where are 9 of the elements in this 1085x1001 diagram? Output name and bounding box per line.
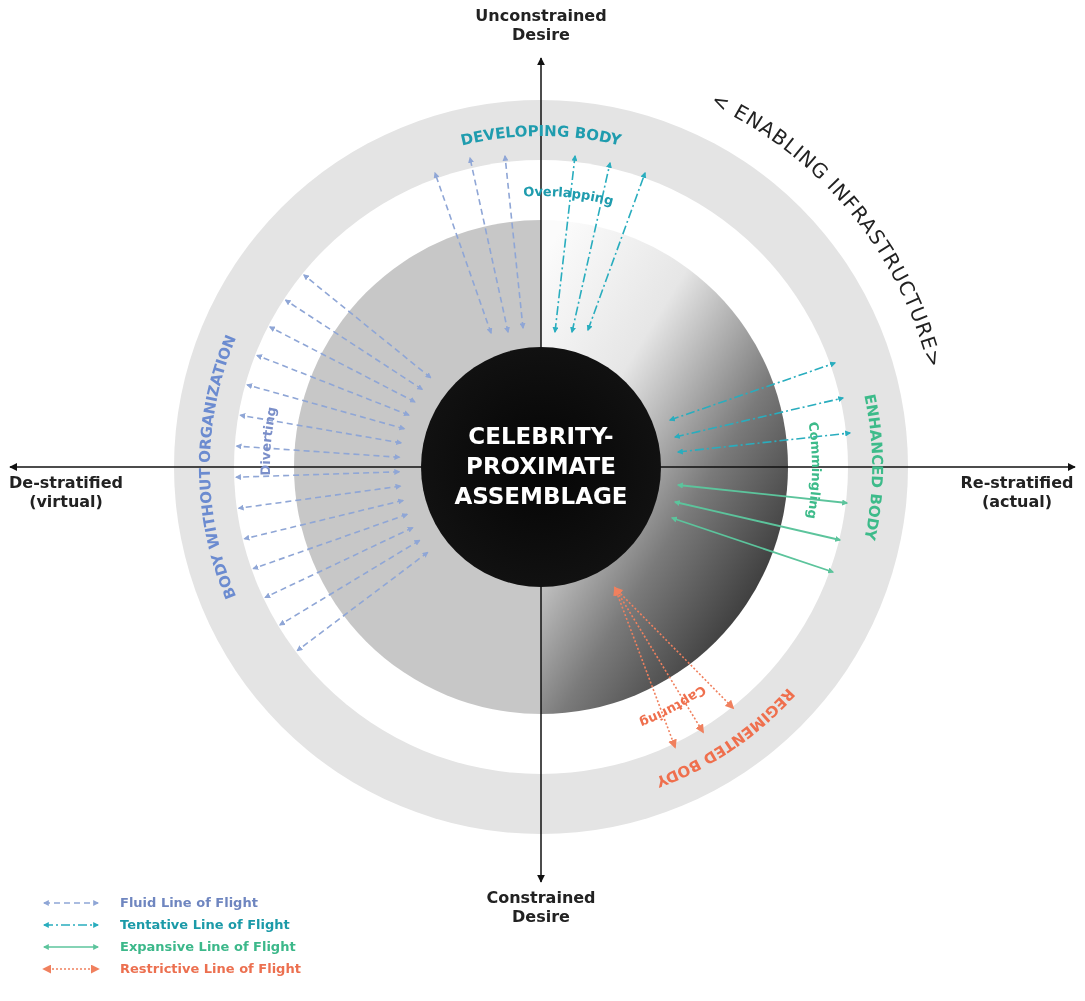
- legend-label: Tentative Line of Flight: [120, 917, 290, 932]
- center-title: CELEBRITY-PROXIMATE ASSEMBLAGE: [453, 422, 629, 511]
- axis-label: Unconstrained Desire: [474, 6, 608, 45]
- axis-label: Re-stratified (actual): [959, 473, 1075, 512]
- axis-label: De-stratified (virtual): [8, 473, 124, 512]
- legend-label: Expansive Line of Flight: [120, 939, 296, 954]
- axis-label: Constrained Desire: [485, 888, 597, 927]
- legend-label: Restrictive Line of Flight: [120, 961, 301, 976]
- legend-label: Fluid Line of Flight: [120, 895, 258, 910]
